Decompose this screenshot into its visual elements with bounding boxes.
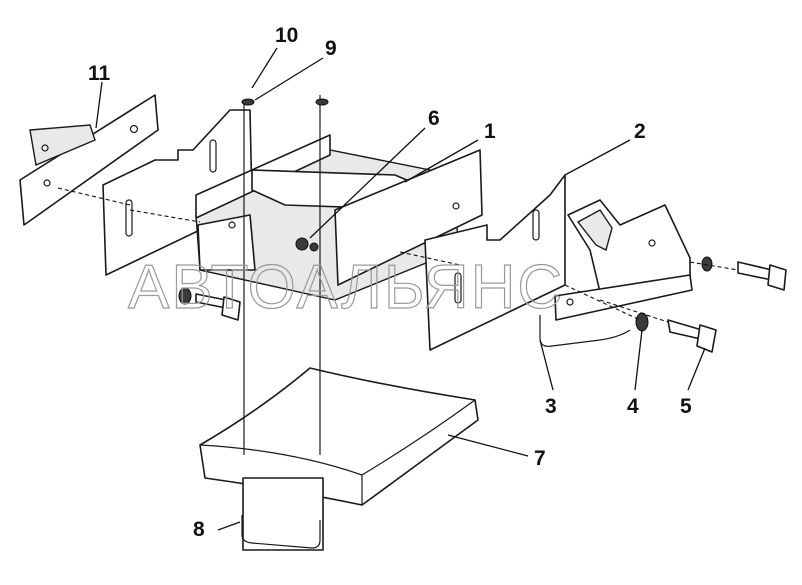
left-mounting-plate xyxy=(102,109,253,276)
callout-4: 4 xyxy=(627,395,639,418)
callout-3: 3 xyxy=(545,395,557,418)
callout-10: 10 xyxy=(275,24,298,47)
watermark: АВТОАЛЬЯНС xyxy=(128,253,564,322)
callout-11: 11 xyxy=(88,62,111,85)
part-8-wire xyxy=(241,515,321,549)
part-7-cushion xyxy=(199,367,479,551)
callout-5: 5 xyxy=(680,395,692,418)
callout-1: 1 xyxy=(484,120,496,143)
part-2-bracket xyxy=(554,199,693,321)
alignment-lines xyxy=(57,187,739,323)
callout-8: 8 xyxy=(193,518,205,541)
left-bolt xyxy=(178,287,241,321)
right-mounting-plate xyxy=(424,174,566,351)
part-1-cradle xyxy=(195,134,483,301)
part-5-bolt xyxy=(667,261,787,353)
part-4-washer xyxy=(635,256,713,332)
callout-leaders xyxy=(95,47,706,531)
part-11-bracket xyxy=(19,94,159,226)
callout-2: 2 xyxy=(634,120,646,143)
part-9-stud xyxy=(241,95,329,455)
callout-7: 7 xyxy=(534,447,546,470)
callout-6: 6 xyxy=(428,107,440,130)
callout-9: 9 xyxy=(325,37,337,60)
